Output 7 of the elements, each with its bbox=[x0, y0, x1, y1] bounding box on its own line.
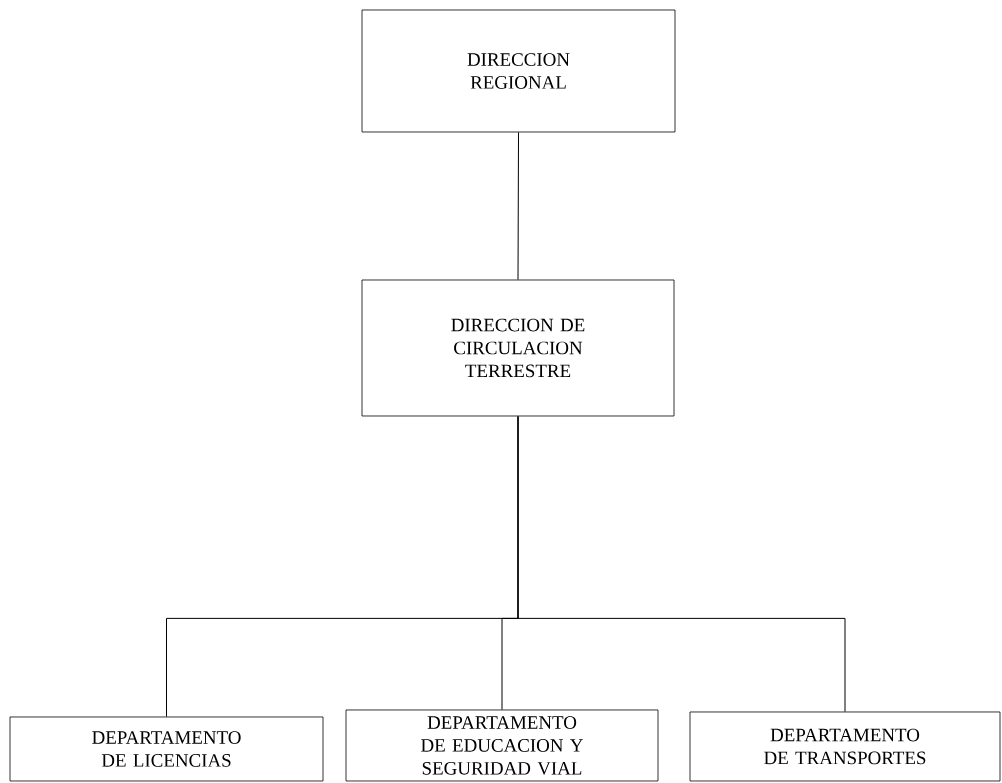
org-box: DEPARTAMENTO DE TRANSPORTES bbox=[689, 711, 1001, 782]
org-box: DEPARTAMENTO DE EDUCACION Y SEGURIDAD VIAL bbox=[345, 709, 659, 782]
org-box: DIRECCION REGIONAL bbox=[361, 9, 676, 133]
connector-line bbox=[517, 415, 846, 713]
org-box: DEPARTAMENTO DE LICENCIAS bbox=[9, 716, 324, 782]
connector-line bbox=[517, 131, 519, 281]
org-box: DIRECCION DE CIRCULACION TERRESTRE bbox=[361, 279, 675, 417]
